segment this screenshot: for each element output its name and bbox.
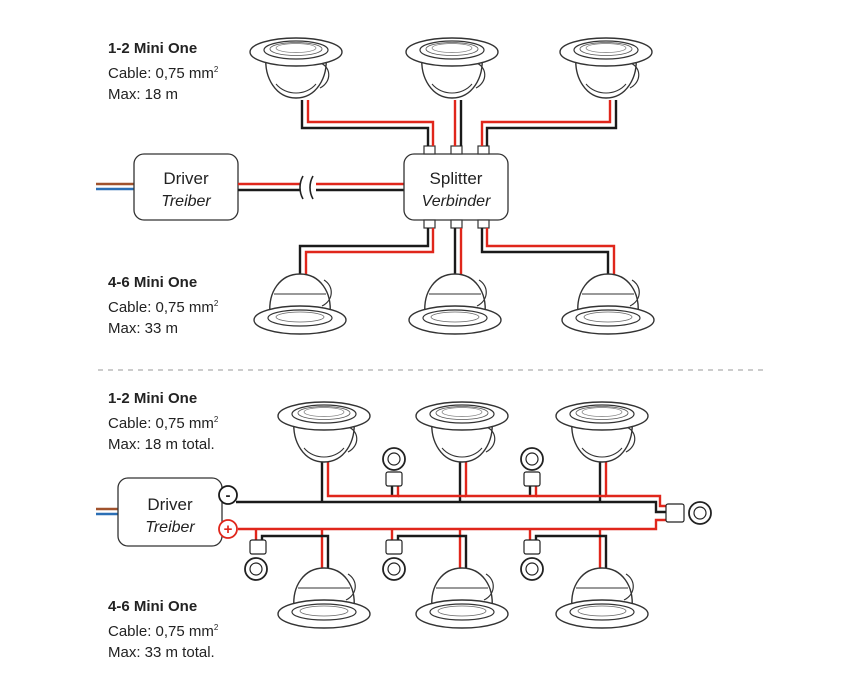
upper-light-wires [300, 100, 618, 146]
connector-sleeves [249, 471, 685, 555]
group-title: 1-2 Mini One [108, 40, 198, 57]
top-lower-group-label: 4-6 Mini One Cable: 0,75 mm2 Max: 33 m [108, 272, 218, 339]
cable-spec: Cable: 0,75 mm2 [108, 415, 219, 432]
mains-cable [96, 507, 118, 516]
lower-black-feed [260, 534, 608, 572]
driver-box [133, 153, 239, 221]
downlight-icon [408, 273, 502, 335]
bottom-upper-group-label: 1-2 Mini One Cable: 0,75 mm2 Max: 18 m t… [108, 388, 218, 455]
downlight-icon [277, 401, 371, 463]
lower-light-wires [298, 228, 616, 278]
group-title: 1-2 Mini One [108, 390, 198, 407]
downlight-icon [249, 37, 343, 99]
splitter-label-de: Verbinder [422, 193, 491, 210]
max-length: Max: 33 m total. [108, 644, 215, 661]
downlight-icon [415, 401, 509, 463]
downlight-icon [253, 273, 347, 335]
max-length: Max: 33 m [108, 320, 179, 337]
ring-connector-icon [520, 557, 544, 581]
downlight-icon [277, 567, 371, 629]
negative-bus [236, 462, 668, 514]
max-length: Max: 18 m total. [108, 436, 215, 453]
minus-terminal-icon [218, 485, 238, 505]
driver-label: Driver [147, 495, 193, 514]
cable-spec: Cable: 0,75 mm2 [108, 65, 219, 82]
cable-spec: Cable: 0,75 mm2 [108, 299, 219, 316]
downlight-icon [555, 567, 649, 629]
mains-cable [96, 182, 134, 191]
ring-connector-icon [520, 447, 544, 471]
ring-connector-icon [688, 501, 712, 525]
upper-red-feed [326, 462, 668, 508]
cable-spec: Cable: 0,75 mm2 [108, 623, 219, 640]
downlight-icon [559, 37, 653, 99]
driver-label-de: Treiber [161, 193, 211, 210]
driver-splitter-cable [238, 175, 404, 200]
group-title: 4-6 Mini One [108, 274, 198, 291]
plus-symbol: + [224, 521, 233, 538]
minus-symbol: - [226, 487, 231, 504]
ring-connector-icon [382, 447, 406, 471]
bottom-diagram: Driver Treiber [96, 401, 712, 629]
driver-label: Driver [163, 169, 209, 188]
plus-terminal-icon [218, 519, 238, 539]
bottom-lower-group-label: 4-6 Mini One Cable: 0,75 mm2 Max: 33 m t… [108, 596, 218, 663]
downlight-icon [555, 401, 649, 463]
ring-connector-icon [382, 557, 406, 581]
downlight-icon [415, 567, 509, 629]
max-length: Max: 18 m [108, 86, 179, 103]
top-upper-group-label: 1-2 Mini One Cable: 0,75 mm2 Max: 18 m [108, 38, 218, 105]
driver-label-de: Treiber [145, 519, 195, 536]
positive-bus [238, 518, 668, 572]
downlight-icon [561, 273, 655, 335]
top-diagram: Driver Treiber Splitter Verbinder [96, 37, 655, 335]
group-title: 4-6 Mini One [108, 598, 198, 615]
ring-connector-icon [244, 557, 268, 581]
driver-box [117, 477, 223, 547]
splitter-label: Splitter [430, 169, 483, 188]
splitter-ports-top [423, 145, 490, 155]
splitter-ports-bottom [423, 219, 490, 229]
downlight-icon [405, 37, 499, 99]
